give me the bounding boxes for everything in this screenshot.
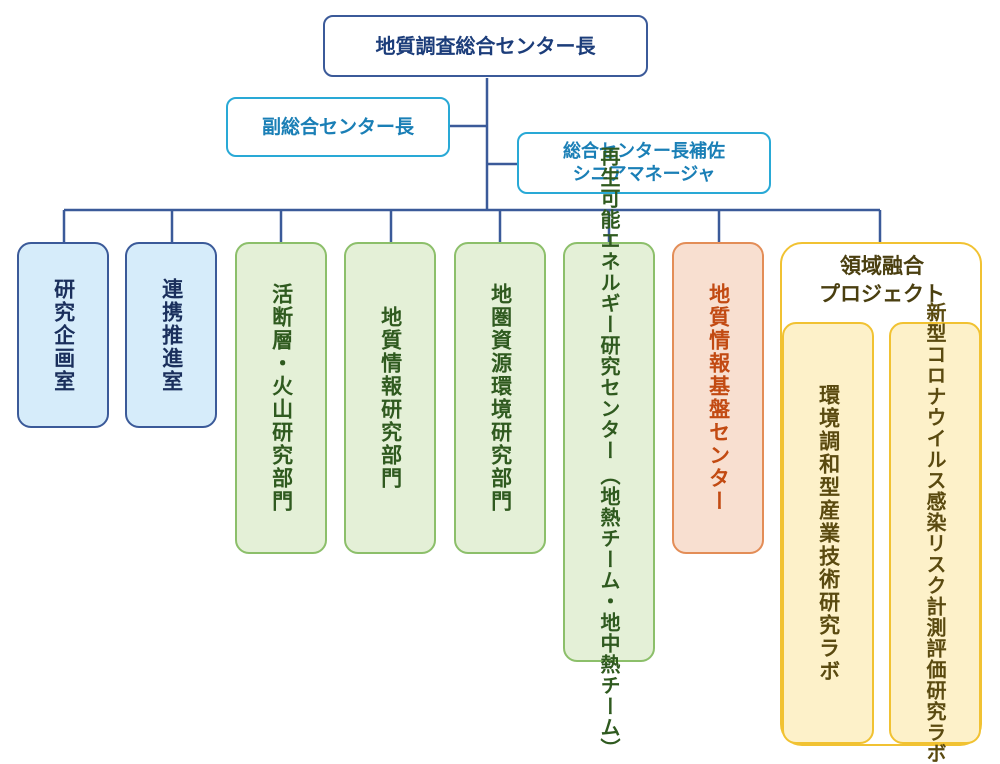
lab-box-environment: 環境調和型産業技術研究ラボ — [782, 322, 874, 744]
unit-label: 活断層・火山研究部門 — [269, 283, 294, 513]
unit-label: 地質情報研究部門 — [378, 306, 403, 490]
unit-box-renewable-energy: 再生可能エネルギー研究センター （地熱チーム・地中熱チーム） — [563, 146, 655, 759]
unit-label: 連携推進室 — [159, 277, 184, 393]
assistant-label-2: シニアマネージャ — [572, 164, 716, 185]
unit-box-collaboration-office: 連携推進室 — [125, 242, 217, 428]
lab-label: 環境調和型産業技術研究ラボ — [816, 383, 841, 683]
project-title: 領域融合 プロジェクト — [782, 252, 982, 309]
vice-head-box: 副総合センター長 — [226, 97, 450, 157]
assistant-label-1: 総合センター長補佐 — [563, 140, 725, 162]
unit-box-geoinformation: 地質情報研究部門 — [344, 242, 436, 554]
vice-head-label: 副総合センター長 — [261, 115, 414, 138]
project-title-line-1: 領域融合 — [840, 254, 924, 278]
unit-label: 研究企画室 — [51, 277, 76, 393]
unit-box-planning-office: 研究企画室 — [17, 242, 109, 428]
unit-label: 再生可能エネルギー研究センター — [597, 145, 621, 461]
unit-box-geoinfo-center: 地質情報基盤センター — [672, 242, 764, 554]
head-box: 地質調査総合センター長 — [323, 15, 648, 77]
unit-label: 地圏資源環境研究部門 — [488, 283, 513, 513]
lab-box-covid: 新型コロナウイルス感染リスク計測評価研究ラボ — [889, 302, 981, 764]
project-title-line-2: プロジェクト — [819, 282, 945, 307]
unit-box-active-fault-volcano: 活断層・火山研究部門 — [235, 242, 327, 554]
unit-sublabel: （地熱チーム・地中熱チーム） — [597, 464, 621, 759]
lab-label: 新型コロナウイルス感染リスク計測評価研究ラボ — [923, 302, 947, 764]
head-label: 地質調査総合センター長 — [375, 34, 596, 58]
unit-box-georesources-environment: 地圏資源環境研究部門 — [454, 242, 546, 554]
unit-label: 地質情報基盤センター — [706, 283, 731, 513]
assistant-box: 総合センター長補佐 シニアマネージャ — [517, 132, 771, 194]
